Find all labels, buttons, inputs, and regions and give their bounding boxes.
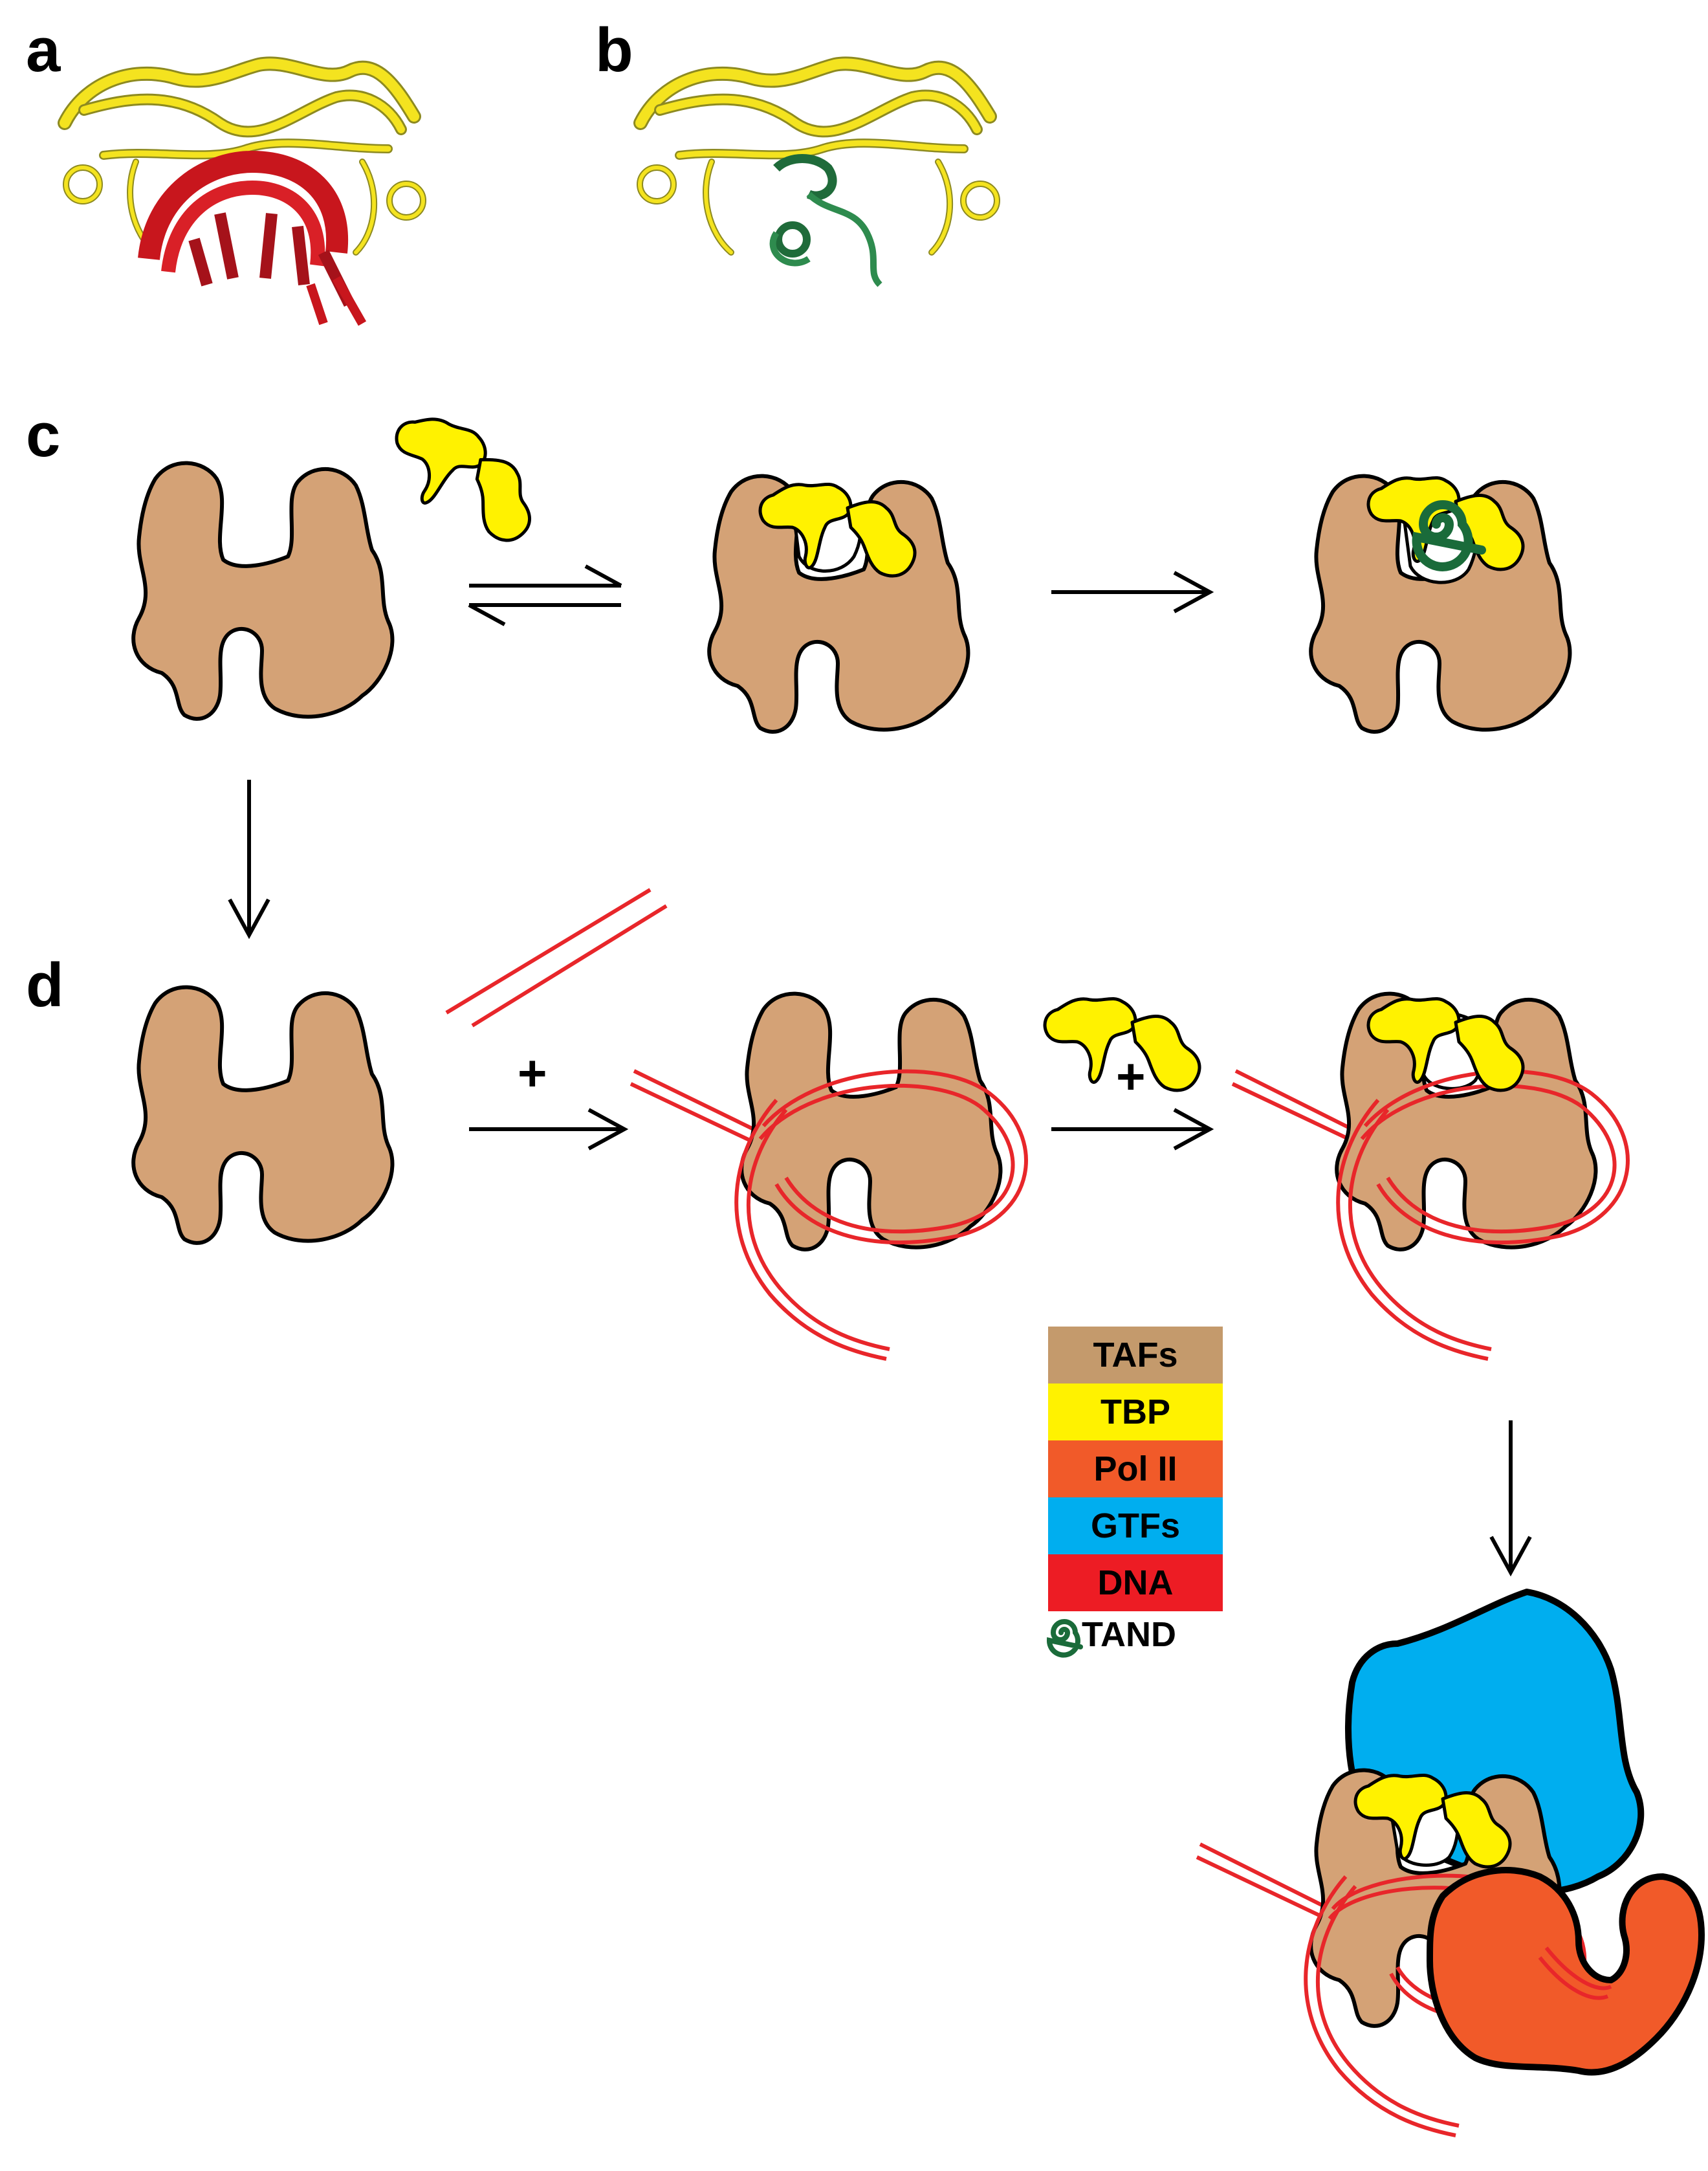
tbp-ribbon <box>58 56 426 256</box>
dna-wrapped-d2 <box>734 1069 1028 1361</box>
plus-sign-1: + <box>518 1044 547 1101</box>
legend-label-pol2: Pol II <box>1093 1449 1177 1488</box>
dna-wrapped-d3-back <box>1231 1069 1360 1144</box>
legend-item-pol2: Pol II <box>1048 1440 1223 1497</box>
equilibrium-arrow <box>468 564 622 626</box>
tand-spiral-icon <box>1046 1619 1083 1658</box>
panel-label-b: b <box>595 16 633 85</box>
legend-label-tafs: TAFs <box>1093 1336 1178 1374</box>
legend-item-dna: DNA <box>1048 1554 1223 1611</box>
dna-final-front <box>1538 1946 1612 2000</box>
arrow-d-2 <box>1051 1108 1214 1151</box>
plus-sign-2: + <box>1116 1048 1146 1105</box>
tand-spiral <box>1412 500 1486 571</box>
tbp-tand-structure <box>633 56 1000 287</box>
dna-wrapped-d3 <box>1336 1069 1630 1361</box>
legend-label-gtfs: GTFs <box>1091 1506 1180 1545</box>
dna-ribbon <box>138 150 367 326</box>
dna-wrapped-d2-back <box>630 1069 761 1144</box>
taf-complex-d1 <box>133 987 392 1243</box>
pol2-blob <box>1427 1867 1705 2076</box>
legend-label-dna: DNA <box>1098 1563 1174 1602</box>
panel-label-c: c <box>26 401 60 470</box>
arrow-d-down <box>1489 1420 1532 1577</box>
dna-final-back <box>1196 1842 1331 1921</box>
tand-ribbon <box>769 154 882 287</box>
legend-item-tafs: TAFs <box>1048 1327 1223 1383</box>
legend-label-tbp: TBP <box>1100 1393 1170 1431</box>
legend: TAFs TBP Pol II GTFs DNA TAND <box>1046 1327 1223 1658</box>
taf-complex-c1 <box>133 463 392 719</box>
legend-item-tand: TAND <box>1046 1615 1176 1658</box>
dna-free <box>445 888 668 1028</box>
legend-label-tand: TAND <box>1082 1615 1176 1654</box>
tbp-dna-structure <box>58 56 426 326</box>
tbp-ribbon-b <box>633 56 1000 256</box>
panel-label-d: d <box>26 951 64 1020</box>
legend-item-tbp: TBP <box>1048 1383 1223 1440</box>
legend-item-gtfs: GTFs <box>1048 1497 1223 1554</box>
preinitiation-complex <box>1196 1589 1705 2137</box>
arrow-c-forward <box>1051 571 1214 613</box>
tbp-free-c <box>375 408 552 547</box>
panel-label-a: a <box>26 16 61 85</box>
arrow-d-1 <box>469 1108 629 1151</box>
arrow-c-down <box>228 780 270 940</box>
